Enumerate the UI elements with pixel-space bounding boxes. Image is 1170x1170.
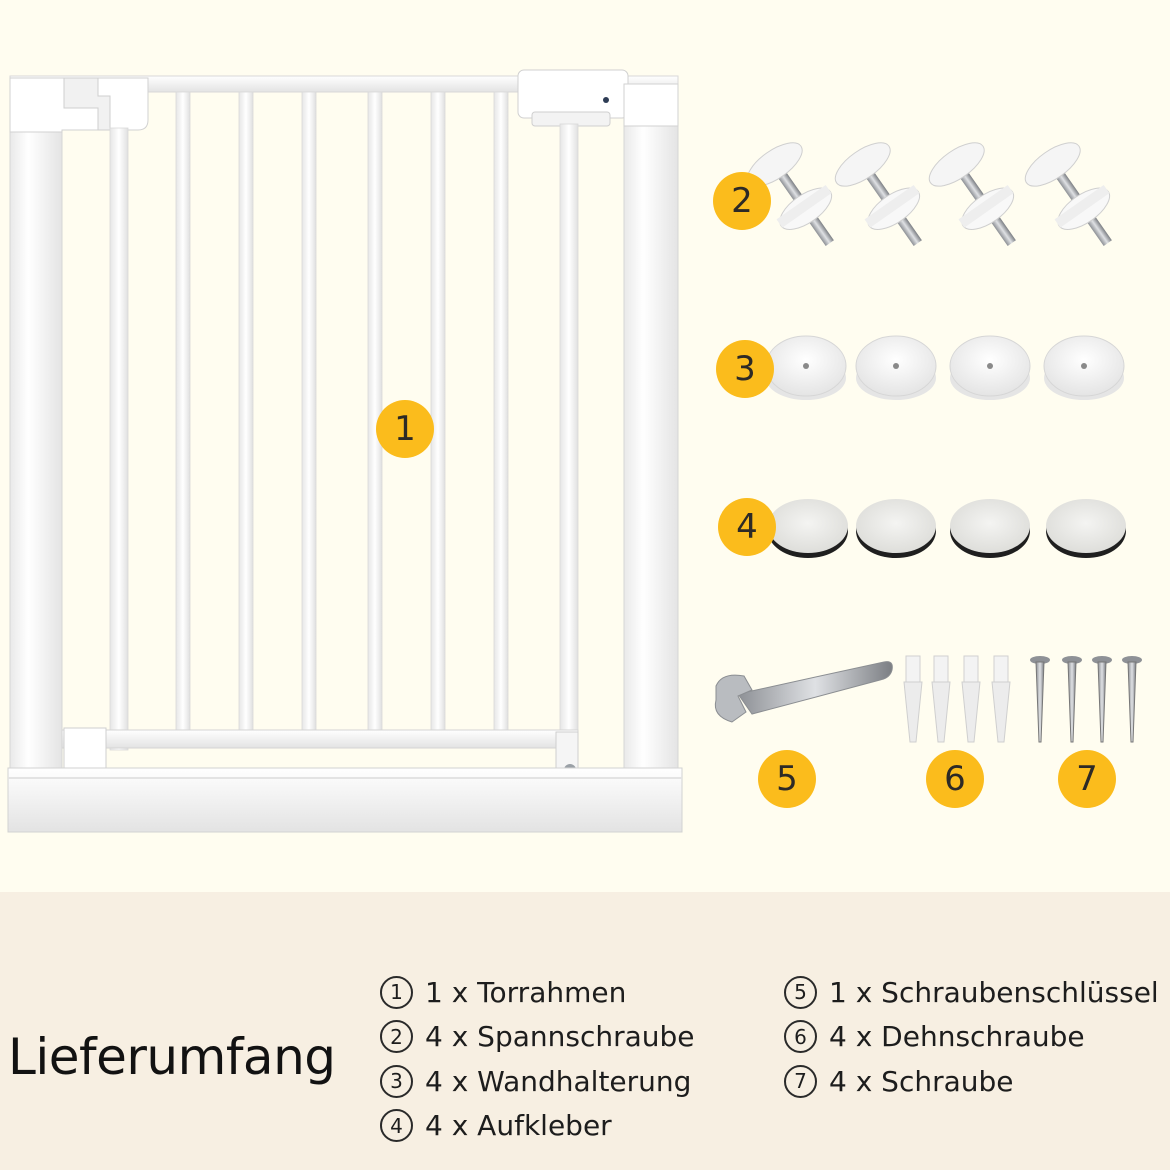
gate-lock-housing xyxy=(517,69,629,119)
wall-cup xyxy=(765,335,847,400)
wall-plug xyxy=(903,655,923,743)
wall-cup xyxy=(855,335,937,400)
wall-plugs xyxy=(903,655,1011,743)
footer-panel xyxy=(0,892,1170,1170)
gate-left-post xyxy=(9,119,63,833)
legend-right: 5 1 x Schraubenschlüssel 6 4 x Dehnschraub… xyxy=(784,970,1159,1104)
screw xyxy=(1122,656,1142,743)
item-text: 4 x Dehnschraube xyxy=(829,1020,1085,1054)
gate-vertical-bars xyxy=(109,91,579,753)
product-illustration xyxy=(7,69,1142,833)
tension-screw xyxy=(834,142,922,246)
badge-7: 7 xyxy=(1058,750,1116,808)
legend-item: 5 1 x Schraubenschlüssel xyxy=(784,970,1159,1015)
badge-3: 3 xyxy=(716,340,774,398)
wall-cup xyxy=(1043,335,1125,400)
badge-2: 2 xyxy=(713,172,771,230)
badge-4: 4 xyxy=(718,498,776,556)
product-image-area: 1 2 3 4 5 6 7 xyxy=(7,69,1142,833)
sticker-pad xyxy=(950,499,1030,558)
tension-screws xyxy=(746,142,1112,246)
item-text: 4 x Aufkleber xyxy=(425,1109,612,1143)
legend-item: 7 4 x Schraube xyxy=(784,1059,1159,1104)
wall-cups xyxy=(765,335,1125,400)
wrench xyxy=(714,661,893,723)
wall-plug xyxy=(991,655,1011,743)
legend-item: 1 1 x Torrahmen xyxy=(380,970,695,1015)
screws xyxy=(1030,656,1142,743)
gate-door-bottom-rail xyxy=(61,729,579,749)
legend-item: 3 4 x Wandhalterung xyxy=(380,1059,695,1104)
item-number: 4 xyxy=(380,1109,413,1143)
screw xyxy=(1062,656,1082,743)
legend-item: 2 4 x Spannschraube xyxy=(380,1015,695,1060)
gate-right-post xyxy=(623,117,679,833)
tension-screw xyxy=(928,142,1016,246)
wall-plug xyxy=(931,655,951,743)
tension-screw xyxy=(746,142,834,246)
badge-1: 1 xyxy=(376,400,434,458)
item-number: 2 xyxy=(380,1020,413,1054)
item-number: 7 xyxy=(784,1064,817,1098)
badge-6: 6 xyxy=(926,750,984,808)
item-number: 1 xyxy=(380,975,413,1009)
screw xyxy=(1092,656,1112,743)
item-text: 1 x Torrahmen xyxy=(425,975,627,1009)
sticker-pad xyxy=(856,499,936,558)
legend-left: 1 1 x Torrahmen 2 4 x Spannschraube 3 4 x W… xyxy=(380,970,695,1148)
sticker-pad xyxy=(768,499,848,558)
item-number: 5 xyxy=(784,975,817,1009)
screw xyxy=(1030,656,1050,743)
sticker-pads xyxy=(768,499,1126,558)
footer-title: Lieferumfang xyxy=(8,1028,336,1086)
item-text: 4 x Wandhalterung xyxy=(425,1064,692,1098)
lock-indicator-dot xyxy=(603,97,609,103)
item-text: 4 x Spannschraube xyxy=(425,1020,695,1054)
item-text: 1 x Schraubenschlüssel xyxy=(829,975,1159,1009)
legend-item: 6 4 x Dehnschraube xyxy=(784,1015,1159,1060)
legend-item: 4 4 x Aufkleber xyxy=(380,1104,695,1149)
tension-screw xyxy=(1024,142,1112,246)
item-number: 3 xyxy=(380,1064,413,1098)
sticker-pad xyxy=(1046,499,1126,558)
badge-5: 5 xyxy=(758,750,816,808)
item-text: 4 x Schraube xyxy=(829,1064,1014,1098)
item-number: 6 xyxy=(784,1020,817,1054)
gate-frame xyxy=(7,69,683,833)
wall-cup xyxy=(949,335,1031,400)
wall-plug xyxy=(961,655,981,743)
